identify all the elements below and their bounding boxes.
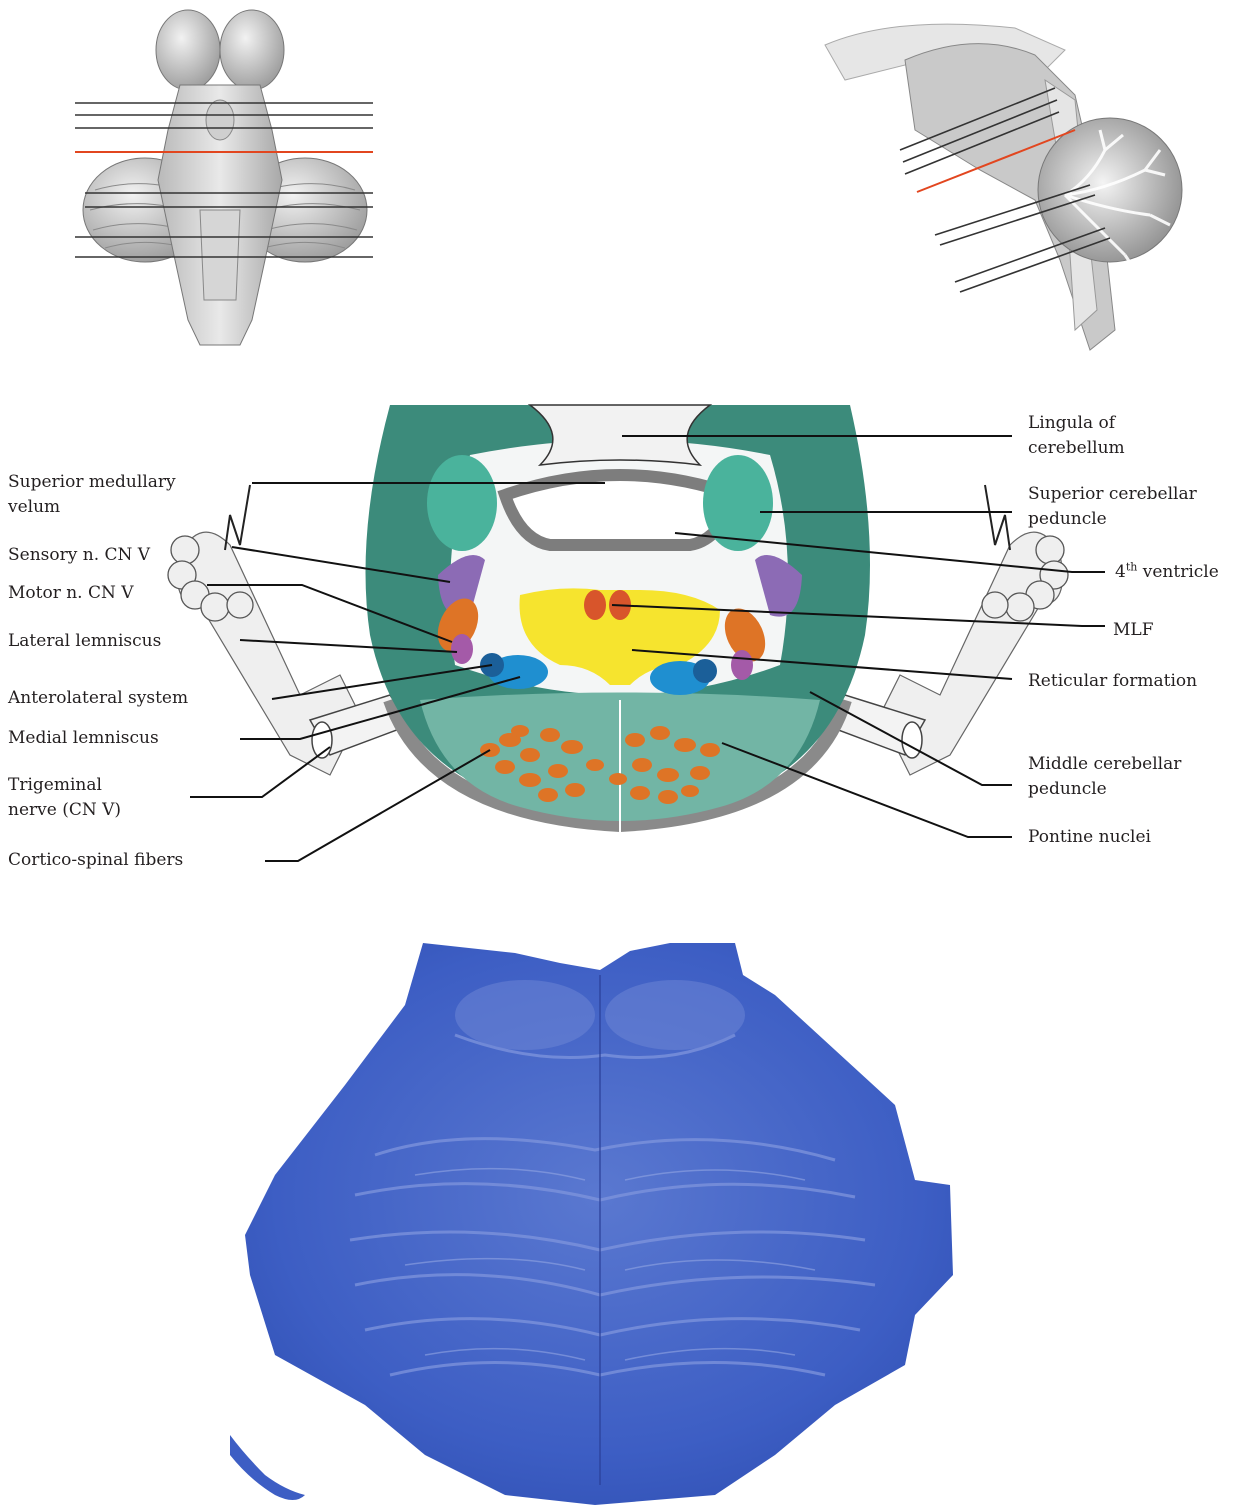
label-reticular-formation: Reticular formation [1028,669,1197,694]
label-sensory-n: Sensory n. CN V [8,543,150,568]
label-lingula: Lingula of cerebellum [1028,411,1125,461]
label-medial-lemniscus: Medial lemniscus [8,726,159,751]
lateral-lemniscus-right [731,650,753,680]
label-pontine-nuclei: Pontine nuclei [1028,825,1151,850]
label-mlf: MLF [1113,618,1154,643]
pons-cross-section-schematic [0,395,1236,885]
thalamus-right [220,10,284,90]
detached-fragment [230,1435,305,1500]
label-middle-cerebellar-peduncle: Middle cerebellar peduncle [1028,752,1181,802]
brainstem-sagittal-view-illustration [805,0,1205,360]
thalamus-left [156,10,220,90]
label-lateral-lemniscus: Lateral lemniscus [8,629,161,654]
label-trigeminal-nerve: Trigeminal nerve (CN V) [8,773,121,823]
anterolateral-system-right [693,659,717,683]
stained-pons-section-photograph [215,935,965,1505]
label-superior-medullary-velum: Superior medullary velum [8,470,176,520]
label-cortico-spinal: Cortico-spinal fibers [8,848,183,873]
superior-cerebellar-peduncle-left [427,455,497,551]
brainstem-dorsal-view-illustration [60,0,390,350]
label-anterolateral-system: Anterolateral system [8,686,188,711]
label-4th-ventricle: 4th ventricle [1115,560,1219,585]
label-motor-n: Motor n. CN V [8,581,134,606]
label-superior-cerebellar-peduncle: Superior cerebellar peduncle [1028,482,1197,532]
lateral-lemniscus-left [451,634,473,664]
mlf-left [584,590,606,620]
superior-medullary-velum [505,475,735,545]
